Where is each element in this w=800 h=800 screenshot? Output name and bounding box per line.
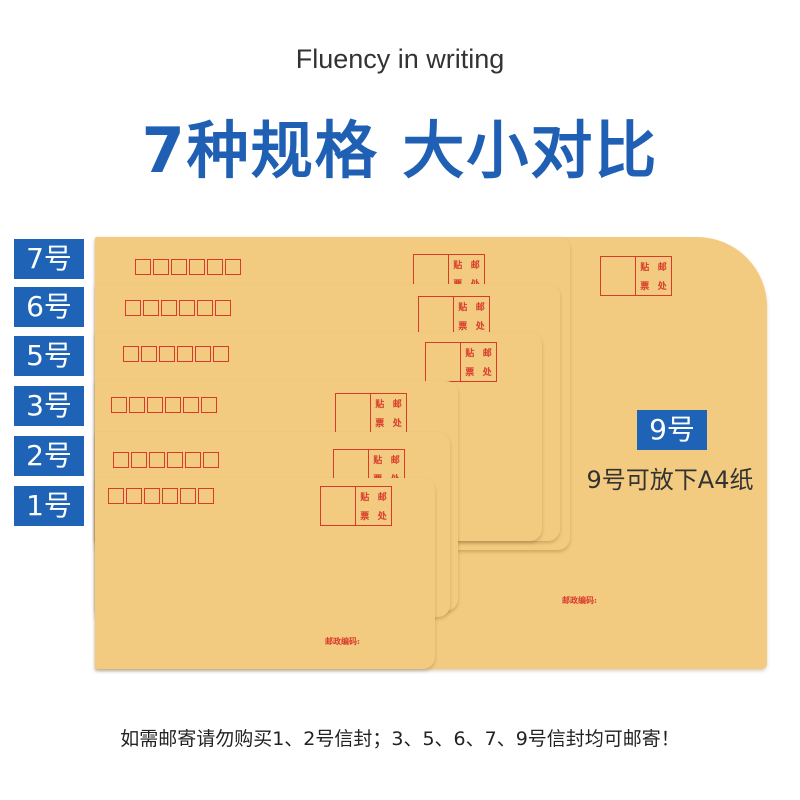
headline: 7种规格 大小对比 xyxy=(141,114,659,187)
postcode-boxes xyxy=(123,346,229,362)
stamp-box: 贴邮票处 xyxy=(425,342,497,382)
postcode-boxes xyxy=(111,397,217,413)
postal-code-label: 邮政编码: xyxy=(562,595,597,605)
stamp-box: 贴邮票处 xyxy=(320,486,392,526)
postcode-boxes xyxy=(108,488,214,504)
postcode-boxes xyxy=(113,452,219,468)
size-label-6: 6号 xyxy=(14,287,84,327)
postcode-boxes xyxy=(135,259,241,275)
envelope-1: 贴邮票处 邮政编码: xyxy=(95,478,435,669)
postcode-boxes xyxy=(125,300,231,316)
size-label-9: 9号 xyxy=(637,410,707,450)
size-label-3: 3号 xyxy=(14,386,84,426)
size-label-2: 2号 xyxy=(14,436,84,476)
stamp-box: 贴邮票处 xyxy=(418,296,490,336)
size-label-5: 5号 xyxy=(14,336,84,376)
size-label-1: 1号 xyxy=(14,486,84,526)
stamp-box: 贴邮票处 xyxy=(335,393,407,433)
a4-note: 9号可放下A4纸 xyxy=(586,466,754,494)
size-label-7: 7号 xyxy=(14,239,84,279)
mailing-note: 如需邮寄请勿购买1、2号信封；3、5、6、7、9号信封均可邮寄！ xyxy=(120,728,680,750)
stamp-box: 贴邮票处 xyxy=(600,256,672,296)
postal-code-label: 邮政编码: xyxy=(325,636,360,646)
tagline: Fluency in writing xyxy=(295,44,505,74)
